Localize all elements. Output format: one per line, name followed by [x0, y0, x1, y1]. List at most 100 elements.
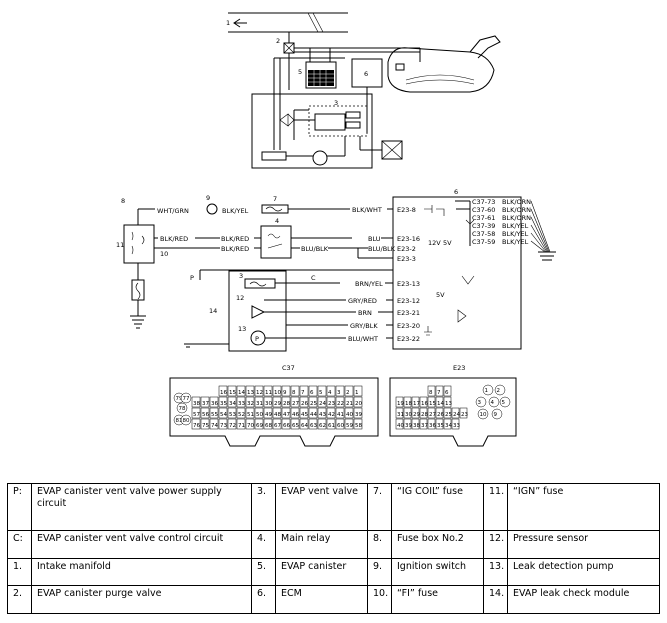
c37-pin-number: 35 — [220, 401, 227, 407]
e23-pin-number: 30 — [405, 412, 412, 418]
e23-pin-number: 37 — [421, 423, 428, 429]
ecm-circuit-box — [392, 196, 522, 350]
c37-pin-cell — [218, 385, 228, 397]
ecm-internal-driver — [461, 275, 475, 285]
c37-pin-wire: BLK/YEL — [502, 238, 529, 246]
c37-pin-number: 60 — [337, 423, 344, 429]
c37-pin-cell — [245, 396, 255, 408]
e23-pin-cell — [427, 407, 436, 419]
legend-text: “IG COIL” fuse — [391, 482, 484, 532]
c37-pin-cell — [218, 407, 228, 419]
legend-code: 7. — [367, 482, 392, 532]
e23-side-pin-number: 10 — [480, 412, 487, 418]
hydraulic-schematic: 1 2 5 6 — [226, 12, 501, 169]
c37-pin-number: 63 — [310, 423, 317, 429]
e23-pin-number: 33 — [453, 423, 460, 429]
module-ground-icon — [184, 343, 192, 348]
legend-code: P: — [7, 482, 32, 532]
c37-pin-number: 26 — [301, 401, 308, 407]
c37-pin-number: 74 — [211, 423, 218, 429]
e23-side-pin — [494, 384, 506, 396]
e23-pin-cell — [419, 407, 428, 419]
c37-pin-number: 55 — [211, 412, 218, 418]
volt-12v: 12V — [428, 239, 441, 247]
e23-side-pin-number: 1 — [485, 388, 489, 394]
c37-pin-number: 46 — [292, 412, 299, 418]
term-e23-2: E23-2 — [397, 245, 416, 253]
label-11: 11 — [116, 241, 124, 249]
e23-side-pin — [499, 396, 511, 408]
purge-valve: 2 — [274, 32, 420, 90]
e23-pin-number: 18 — [405, 401, 412, 407]
electrical-circuit: 6 WHT/GRN 9 BLK/YEL 7 BLK/WHT E23-8 8 11… — [116, 188, 556, 352]
vent-valve-symbol — [244, 278, 276, 289]
e23-pin-cell — [427, 385, 436, 397]
fuel-tank — [387, 35, 501, 93]
fuse-ign-icon — [135, 282, 141, 300]
c37-pin-cell — [299, 396, 309, 408]
e23-pin-cell — [403, 407, 412, 419]
c37-pin-number: 34 — [229, 401, 236, 407]
e23-pin-number: 39 — [405, 423, 412, 429]
c37-pin-cell — [317, 407, 327, 419]
c37-pin-number: 64 — [301, 423, 308, 429]
c37-pin-cell — [272, 407, 282, 419]
e23-pin-cell — [411, 418, 420, 430]
c37-pin-cell — [317, 396, 327, 408]
e23-pin-cell — [411, 396, 420, 408]
e23-pin-number: 40 — [397, 423, 404, 429]
c37-pin-number: 56 — [202, 412, 209, 418]
term-e23-12: E23-12 — [397, 297, 420, 305]
c37-pin-cell — [299, 385, 309, 397]
c37-pin-number: 30 — [265, 401, 272, 407]
c37-pin-cell — [263, 396, 273, 408]
c37-pin-number: 42 — [328, 412, 335, 418]
e23-side-pin-number: 2 — [497, 388, 501, 394]
c37-side-pin-number: 78 — [179, 406, 186, 412]
c37-pin-cell — [254, 396, 264, 408]
c37-pin-cell — [254, 407, 264, 419]
pressure-sensor-symbol — [251, 305, 266, 319]
ecm-internal-amp — [457, 309, 467, 323]
c37-pin-number: 10 — [274, 390, 281, 396]
c37-pin-cell — [281, 407, 291, 419]
wire-blk-yel: BLK/YEL — [222, 207, 249, 215]
label-p: P — [190, 274, 194, 282]
c37-pin-cell — [263, 407, 273, 419]
legend-text: EVAP leak check module — [507, 585, 660, 614]
legend-code: C: — [7, 530, 32, 559]
c37-pin-cell — [353, 385, 363, 397]
c37-pin-number: 43 — [319, 412, 326, 418]
legend-code: 8. — [367, 530, 392, 559]
c37-pin-wire: BLK/ORN — [502, 214, 531, 222]
e23-pin-number: 7 — [437, 390, 441, 396]
legend-code: 14. — [483, 585, 508, 614]
c37-pin-cell — [308, 396, 318, 408]
legend-text: Ignition switch — [391, 557, 484, 587]
c37-pin-cell — [353, 418, 363, 430]
e23-pin-cell — [451, 407, 460, 419]
label-6: 6 — [364, 70, 368, 78]
c37-pin-number: 29 — [274, 401, 281, 407]
c37-pin-number: 28 — [283, 401, 290, 407]
e23-pin-number: 34 — [445, 423, 452, 429]
c37-pin-cell — [308, 407, 318, 419]
term-e23-16: E23-16 — [397, 235, 420, 243]
e23-side-pin — [477, 408, 489, 420]
label-14: 14 — [209, 307, 217, 315]
term-e23-8: E23-8 — [397, 206, 416, 214]
c37-side-pin — [180, 392, 192, 404]
ecm-internal-switch — [424, 205, 445, 216]
e23-pin-cell — [435, 418, 444, 430]
legend-code: 2. — [7, 585, 32, 614]
c37-pin-number: 4 — [328, 390, 332, 396]
c37-pin-cell — [263, 418, 273, 430]
c37-pin-number: 54 — [220, 412, 227, 418]
c37-pin-number: 2 — [346, 390, 350, 396]
c37-side-pin — [176, 402, 188, 414]
legend-text: Fuse box No.2 — [391, 530, 484, 559]
c37-pin-number: 71 — [238, 423, 245, 429]
e23-pin-cell — [459, 407, 468, 419]
